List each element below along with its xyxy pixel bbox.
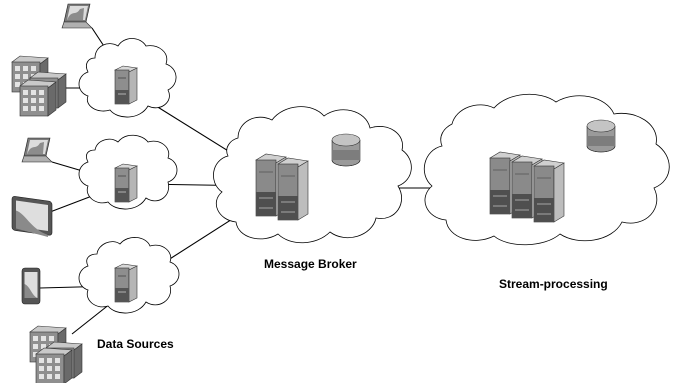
database-icon [586,119,616,153]
laptop-icon [21,137,53,163]
phone-icon [21,267,41,305]
office-building-icon [29,325,83,383]
label-message-broker: Message Broker [264,257,357,271]
server-icon [114,65,138,105]
office-building-icon [11,55,67,117]
tablet-icon [11,195,53,238]
laptop-icon [61,3,93,29]
cloud-broker [213,106,412,244]
database-icon [331,133,361,167]
label-stream-processing: Stream-processing [499,277,608,291]
server-cluster-icon [255,153,309,221]
server-icon [114,263,138,303]
server-cluster-icon [489,151,565,223]
data-source-devices [11,3,93,383]
server-icon [114,163,138,203]
clouds [78,38,670,314]
gateway-servers [114,65,138,303]
label-data-sources: Data Sources [97,337,174,351]
